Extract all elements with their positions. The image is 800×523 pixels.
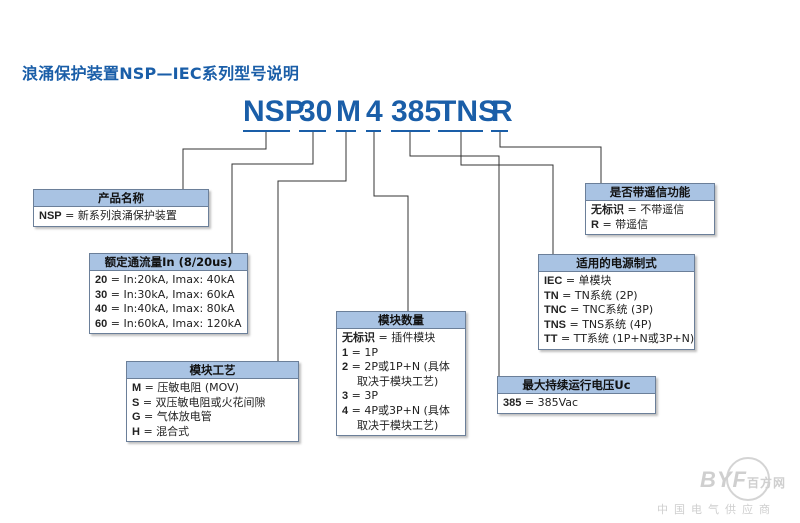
modules-line: 取决于模块工艺) xyxy=(357,418,439,432)
connector-tns xyxy=(460,132,554,255)
process-line: H = 混合式 xyxy=(132,424,190,438)
code-nsp: NSP xyxy=(243,95,305,128)
process-box: 模块工艺 M = 压敏电阻 (MOV) S = 双压敏电阻或火花间隙 G = 气… xyxy=(126,361,299,443)
product-line: NSP = 新系列浪涌保护装置 xyxy=(39,209,177,222)
page-title: 浪涌保护装置NSP—IEC系列型号说明 xyxy=(22,64,300,83)
code-tns: TNS xyxy=(438,95,498,128)
connector-nsp xyxy=(182,132,267,190)
connector-4 xyxy=(373,132,409,312)
grid-line: TNS = TNS系统 (4P) xyxy=(544,317,652,331)
watermark-sub: 中国电气供应商 xyxy=(657,503,776,516)
connector-30 xyxy=(231,132,314,254)
code-underline xyxy=(391,130,430,132)
process-line: S = 双压敏电阻或火花间隙 xyxy=(132,395,266,409)
connector-m xyxy=(277,132,347,362)
code-m: M xyxy=(336,95,361,128)
code-underline xyxy=(336,130,356,132)
product-header: 产品名称 xyxy=(34,190,208,207)
grid-line: TNC = TNC系统 (3P) xyxy=(544,303,654,317)
current-line: 30 = In:30kA, Imax: 60kA xyxy=(95,287,235,301)
grid-line: TT = TT系统 (1P+N或3P+N) xyxy=(544,332,695,346)
code-385: 385 xyxy=(391,95,442,128)
grid-header: 适用的电源制式 xyxy=(539,255,694,272)
code-4: 4 xyxy=(366,95,383,128)
process-line: M = 压敏电阻 (MOV) xyxy=(132,381,239,394)
grid-line: TN = TN系统 (2P) xyxy=(544,288,638,302)
signal-line: 无标识 = 不带遥信 xyxy=(591,203,685,216)
modules-header: 模块数量 xyxy=(337,312,465,329)
modules-line: 1 = 1P xyxy=(342,345,378,359)
current-line: 40 = In:40kA, Imax: 80kA xyxy=(95,302,235,316)
process-line: G = 气体放电管 xyxy=(132,410,212,424)
current-line: 60 = In:60kA, Imax: 120kA xyxy=(95,316,242,330)
signal-line: R = 带遥信 xyxy=(591,217,649,231)
grid-line: IEC = 单模块 xyxy=(544,274,612,287)
modules-box: 模块数量 无标识 = 插件模块 1 = 1P 2 = 2P或1P+N (具体 取… xyxy=(336,311,466,437)
modules-line: 取决于模块工艺) xyxy=(357,374,439,388)
watermark-brand: BYF百方网 xyxy=(699,467,786,492)
code-underline xyxy=(243,130,290,132)
modules-line: 3 = 3P xyxy=(342,389,378,403)
voltage-header: 最大持续运行电压Uc xyxy=(498,377,655,394)
product-box: 产品名称 NSP = 新系列浪涌保护装置 xyxy=(33,189,209,227)
current-line: 20 = In:20kA, Imax: 40kA xyxy=(95,273,235,286)
connector-r xyxy=(499,132,602,184)
process-header: 模块工艺 xyxy=(127,362,298,379)
watermark-logo-icon xyxy=(726,457,770,501)
signal-box: 是否带遥信功能 无标识 = 不带遥信 R = 带遥信 xyxy=(585,183,715,236)
code-underline xyxy=(438,130,483,132)
code-r: R xyxy=(491,95,513,128)
modules-line: 无标识 = 插件模块 xyxy=(342,331,436,344)
code-30: 30 xyxy=(299,95,333,128)
current-header: 额定通流量In (8/20us) xyxy=(90,254,247,271)
code-underline xyxy=(491,130,508,132)
voltage-box: 最大持续运行电压Uc 385 = 385Vac xyxy=(497,376,656,414)
signal-header: 是否带遥信功能 xyxy=(586,184,714,201)
current-box: 额定通流量In (8/20us) 20 = In:20kA, Imax: 40k… xyxy=(89,253,248,335)
code-underline xyxy=(366,130,381,132)
modules-line: 2 = 2P或1P+N (具体 xyxy=(342,360,450,374)
grid-box: 适用的电源制式 IEC = 单模块 TN = TN系统 (2P) TNC = T… xyxy=(538,254,695,350)
code-underline xyxy=(299,130,326,132)
voltage-line: 385 = 385Vac xyxy=(503,396,579,409)
modules-line: 4 = 4P或3P+N (具体 xyxy=(342,403,450,417)
connector-385 xyxy=(409,132,500,377)
